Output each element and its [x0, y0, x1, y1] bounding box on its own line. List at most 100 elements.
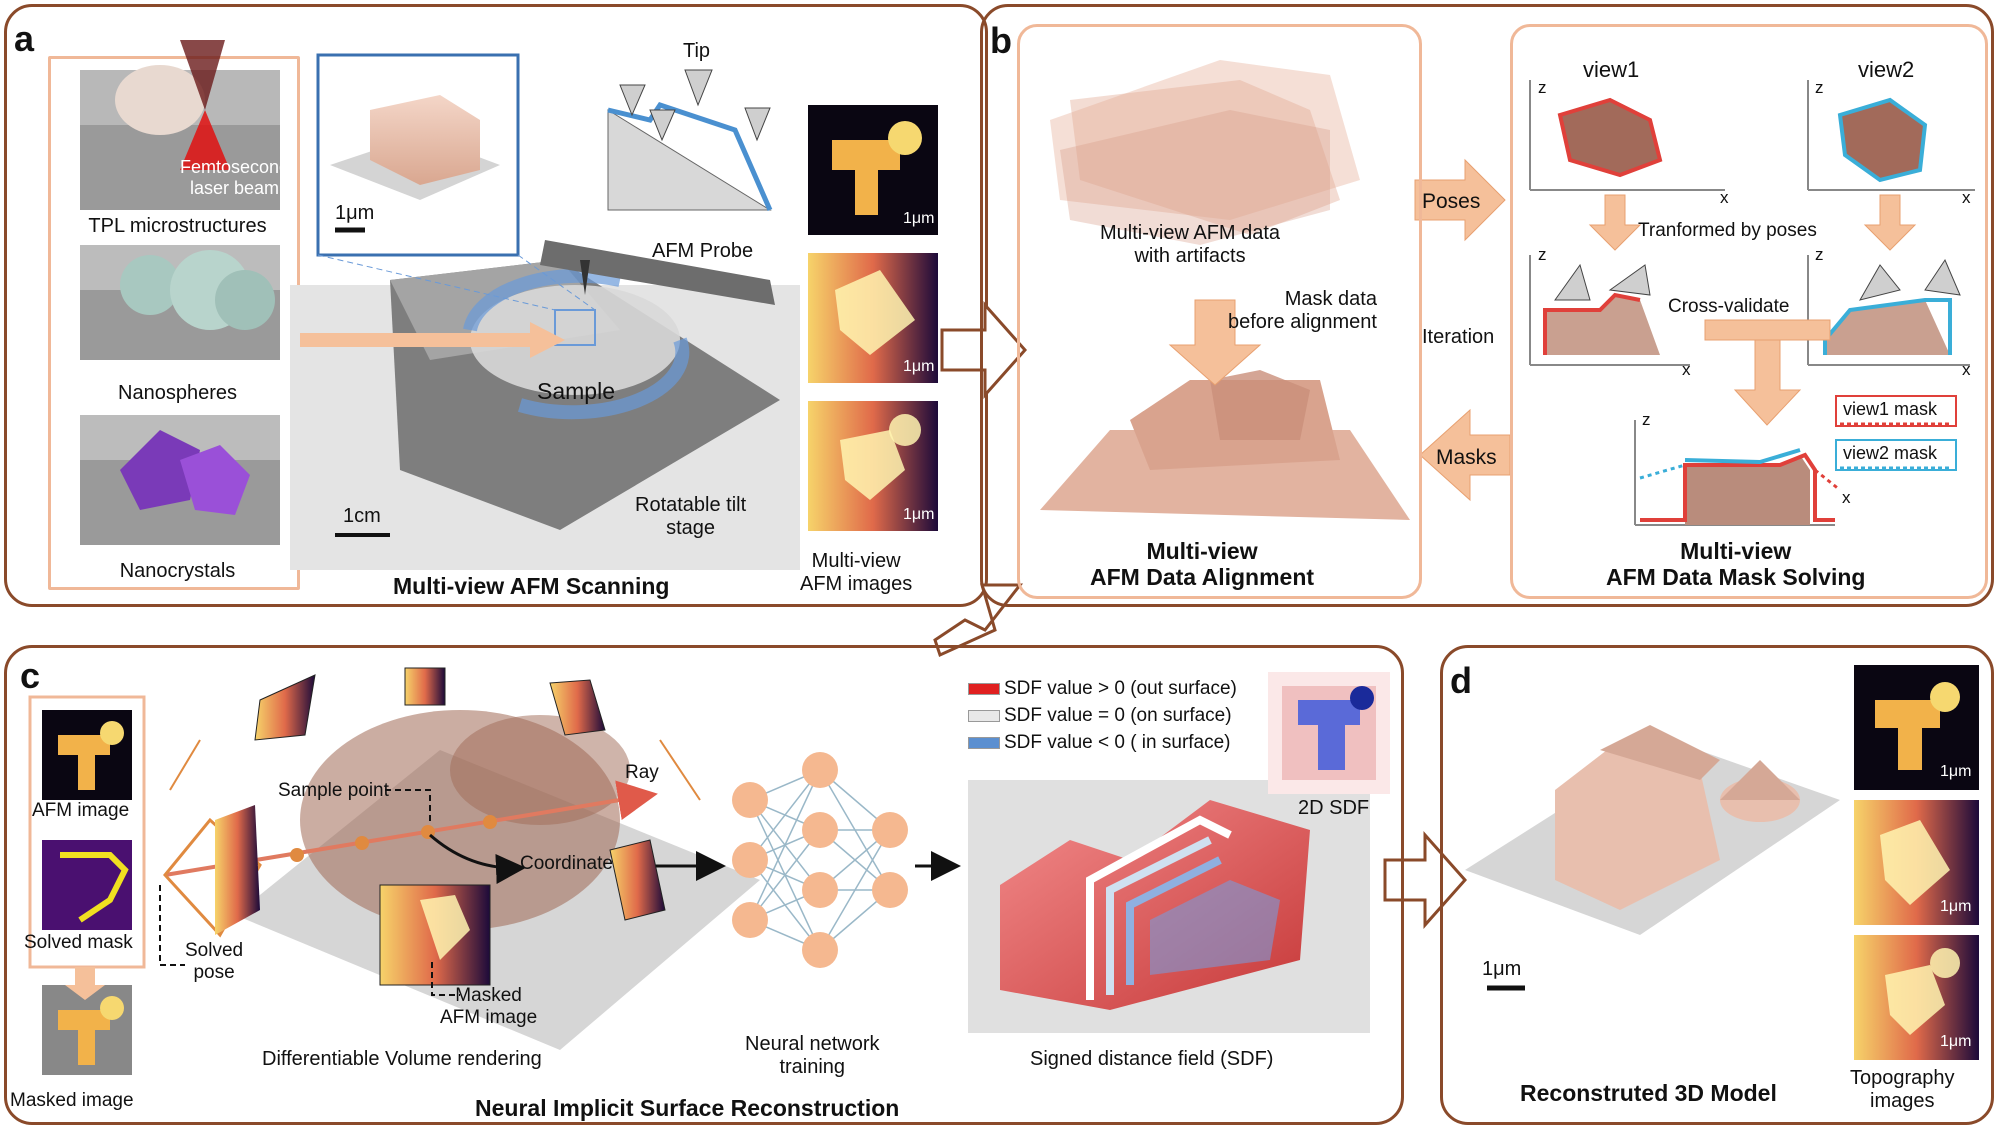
sdf-legend-zero: SDF value = 0 (on surface) — [968, 705, 1232, 727]
final-mask-plot — [1634, 420, 1841, 526]
afm-images-caption: Multi-view AFM images — [800, 550, 913, 595]
mask-before-label: Mask data before alignment — [1228, 288, 1377, 333]
topo-scale-2: 1μm — [1940, 898, 1972, 915]
transformed-label: Tranformed by poses — [1638, 220, 1817, 241]
nanocrystals-thumb — [80, 415, 280, 545]
view2-mask-label: view2 mask — [1843, 443, 1938, 463]
sdf-positive-label: SDF value > 0 (out surface) — [1004, 678, 1237, 699]
nn-training-label: Neural network training — [745, 1033, 880, 1078]
sdf-model — [968, 780, 1370, 1033]
mask-title: Multi-view AFM Data Mask Solving — [1606, 538, 1866, 591]
laser-label: Femtosecond laser beam — [180, 157, 290, 198]
x-axis-5: x — [1842, 488, 1851, 507]
afm-scale-1: 1μm — [903, 210, 935, 227]
panel-c-title: Neural Implicit Surface Reconstruction — [475, 1095, 900, 1121]
sdf-legend-positive: SDF value > 0 (out surface) — [968, 678, 1237, 700]
sdf-positive-swatch — [968, 682, 1000, 695]
masked-image-label: Masked image — [10, 1090, 134, 1111]
afm-probe — [540, 240, 775, 305]
topo-scale-1: 1μm — [1940, 763, 1972, 780]
tip-label: Tip — [683, 40, 711, 62]
topo-caption: Topography images — [1850, 1067, 1955, 1112]
view1-mask-label: view1 mask — [1843, 399, 1938, 419]
z-axis-2: z — [1815, 78, 1824, 97]
panel-d — [1440, 645, 1994, 1125]
topo-scale-3: 1μm — [1940, 1033, 1972, 1050]
x-axis-3: x — [1682, 360, 1691, 379]
mask-down-arrow — [1168, 299, 1262, 386]
panel-b — [980, 4, 1994, 607]
panel-c-letter: c — [20, 655, 41, 696]
ray-label: Ray — [625, 762, 659, 783]
sdf-negative-label: SDF value < 0 ( in surface) — [1004, 732, 1231, 753]
z-axis-5: z — [1642, 410, 1651, 429]
mask-solving-box — [1510, 24, 1988, 599]
reconstructed-model — [1465, 725, 1840, 991]
cross-validate-label: Cross-validate — [1668, 296, 1790, 317]
probe-label: AFM Probe — [652, 240, 754, 262]
z-axis-1: z — [1538, 78, 1547, 97]
x-axis-1: x — [1720, 188, 1729, 207]
sdf-negative-swatch — [968, 736, 1000, 749]
alignment-title: Multi-view AFM Data Alignment — [1090, 538, 1315, 591]
view2-plot — [1807, 80, 1975, 191]
panel-c — [4, 645, 1404, 1125]
multiview-data-label: Multi-view AFM data with artifacts — [1100, 222, 1281, 267]
aligned-afm-model — [1040, 370, 1410, 520]
afm-scale-3: 1μm — [903, 506, 935, 523]
sdf-2d-label: 2D SDF — [1298, 797, 1370, 819]
sdf-caption: Signed distance field (SDF) — [1030, 1048, 1274, 1070]
panel-d-title: Reconstruted 3D Model — [1520, 1080, 1777, 1106]
afm-image-strip-a — [808, 105, 938, 531]
sdf-legend-negative: SDF value < 0 ( in surface) — [968, 732, 1231, 754]
poses-label: Poses — [1422, 190, 1481, 213]
tip-diagram — [607, 69, 773, 212]
sdf-2d-image — [1268, 672, 1390, 794]
view1-label: view1 — [1583, 57, 1640, 82]
input-thumbnails-c — [42, 710, 132, 1075]
model-scale-label: 1μm — [1482, 958, 1522, 980]
sample-point-label: Sample point — [278, 780, 389, 801]
panel-a-letter: a — [14, 18, 35, 59]
arrow-a-to-b — [940, 301, 1028, 399]
rotatable-stage — [290, 260, 800, 570]
alignment-box — [1017, 24, 1422, 599]
coordinate-label: Coordinate — [520, 853, 613, 874]
multiview-afm-stack — [1050, 60, 1360, 245]
panel-a-title: Multi-view AFM Scanning — [393, 573, 670, 599]
view1-transformed — [1529, 255, 1690, 366]
sample-label: Sample — [537, 378, 615, 404]
masks-label: Masks — [1436, 446, 1497, 469]
masks-arrow — [1419, 408, 1511, 502]
x-axis-4: x — [1962, 360, 1971, 379]
x-axis-2: x — [1962, 188, 1971, 207]
volume-rendering-label: Differentiable Volume rendering — [262, 1048, 542, 1070]
topography-strip-d — [1854, 665, 1979, 1060]
inset-scale-label: 1μm — [335, 202, 375, 224]
nanospheres-thumb — [80, 245, 280, 360]
tpl-label: TPL microstructures — [88, 215, 267, 237]
view2-transformed — [1807, 255, 1970, 366]
z-axis-4: z — [1815, 245, 1824, 264]
afm-image-label: AFM image — [32, 800, 130, 821]
sample-pointer-arrow — [300, 333, 530, 347]
masked-afm-label: Masked AFM image — [440, 985, 538, 1028]
nanospheres-label: Nanospheres — [118, 382, 237, 404]
view2-label: view2 — [1858, 57, 1915, 82]
panel-d-letter: d — [1450, 660, 1472, 701]
sdf-zero-swatch — [968, 709, 1000, 722]
arrow-c-to-d — [1383, 831, 1468, 929]
stage-label: Rotatable tilt stage — [635, 494, 747, 539]
afm-scale-2: 1μm — [903, 358, 935, 375]
stage-scale-label: 1cm — [343, 505, 381, 527]
view1-plot — [1529, 80, 1725, 191]
solved-pose-label: Solved pose — [185, 940, 244, 983]
volume-rendering-scene — [159, 667, 760, 1050]
iteration-label: Iteration — [1422, 326, 1495, 348]
nanocrystals-label: Nanocrystals — [119, 560, 236, 582]
poses-arrow — [1414, 158, 1506, 242]
z-axis-3: z — [1538, 245, 1547, 264]
panel-b-letter: b — [990, 20, 1012, 61]
tpl-microstructure-thumb — [80, 40, 280, 210]
